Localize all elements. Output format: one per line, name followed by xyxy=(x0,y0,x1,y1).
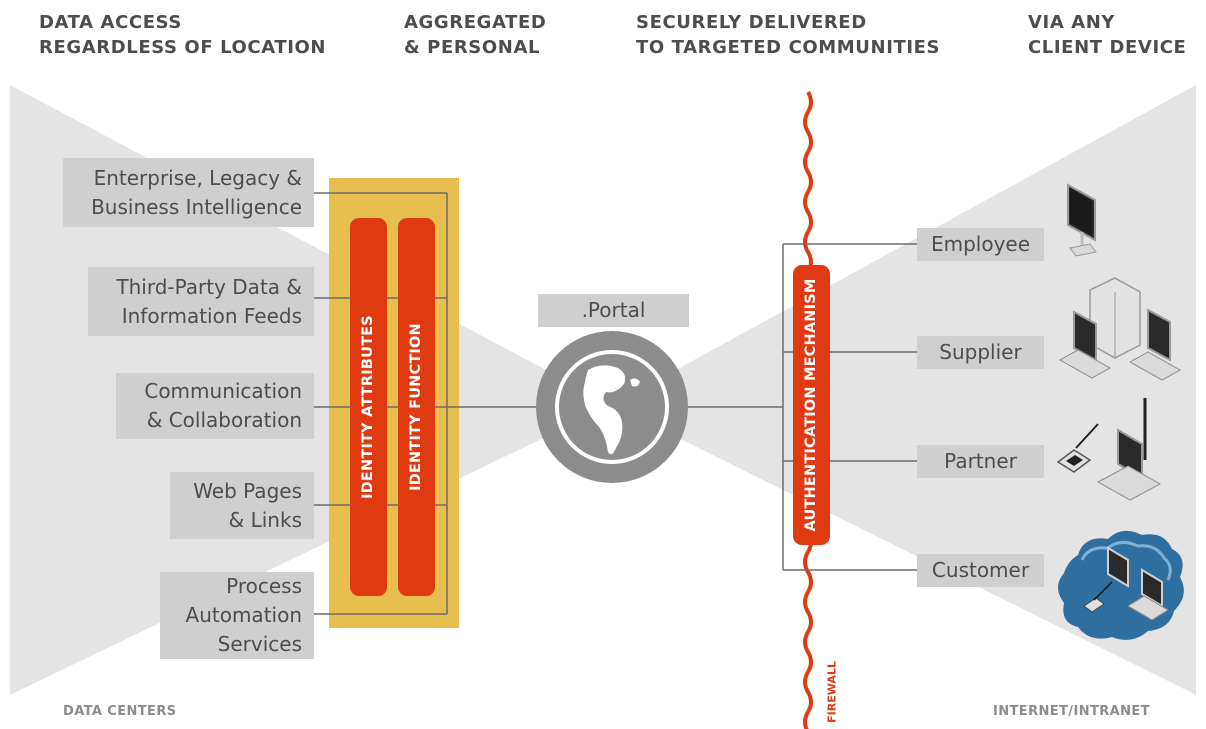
identity-function-bar xyxy=(398,218,435,596)
source-label: Automation xyxy=(185,603,302,627)
source-enterprise-legacy: Enterprise, Legacy & Business Intelligen… xyxy=(63,158,314,227)
source-label: Services xyxy=(217,632,302,656)
header-line: REGARDLESS OF LOCATION xyxy=(39,37,327,58)
laptop-pda-icon xyxy=(1056,398,1162,501)
cloud-network-icon xyxy=(1058,530,1184,640)
authentication-mechanism-label: AUTHENTICATION MECHANISM xyxy=(803,278,819,532)
audience-supplier: Supplier xyxy=(917,336,1044,369)
audience-employee: Employee xyxy=(917,228,1044,261)
header-line: & PERSONAL xyxy=(404,37,541,58)
header-line: VIA ANY xyxy=(1028,12,1116,33)
header-line: CLIENT DEVICE xyxy=(1028,37,1187,58)
firewall-label: FIREWALL xyxy=(825,661,839,723)
portal-label: .Portal xyxy=(538,294,689,327)
source-label: & Links xyxy=(228,507,302,532)
source-label: Web Pages xyxy=(193,478,302,503)
workstations-icon xyxy=(1058,277,1182,381)
header-client-device: VIA ANY CLIENT DEVICE xyxy=(1028,10,1186,60)
desktop-monitor-icon xyxy=(1067,183,1097,257)
identity-panel xyxy=(329,178,459,628)
header-securely-delivered: SECURELY DELIVERED TO TARGETED COMMUNITI… xyxy=(636,10,940,60)
identity-function-label: IDENTITY FUNCTION xyxy=(408,323,424,491)
header-line: TO TARGETED COMMUNITIES xyxy=(636,37,941,58)
right-funnel-shape xyxy=(612,85,1196,695)
source-communication-collaboration: Communication & Collaboration xyxy=(116,373,314,439)
source-web-pages-links: Web Pages & Links xyxy=(170,472,314,539)
header-line: SECURELY DELIVERED xyxy=(636,12,867,33)
audience-customer: Customer xyxy=(917,554,1044,587)
source-process-automation: Process Automation Services xyxy=(160,572,314,659)
source-label: Enterprise, Legacy & xyxy=(93,165,302,190)
source-label: Business Intelligence xyxy=(91,194,302,219)
source-label: Information Feeds xyxy=(121,303,302,328)
identity-attributes-bar xyxy=(350,218,387,596)
footer-internet-intranet: INTERNET/INTRANET xyxy=(993,704,1150,719)
identity-attributes-label: IDENTITY ATTRIBUTES xyxy=(360,315,376,499)
audience-partner: Partner xyxy=(917,445,1044,478)
globe-icon xyxy=(536,331,688,483)
authentication-bar xyxy=(793,265,830,545)
source-label: Communication xyxy=(144,379,302,403)
header-aggregated: AGGREGATED & PERSONAL xyxy=(404,10,546,60)
source-label: Process xyxy=(226,574,302,598)
source-label: & Collaboration xyxy=(146,408,302,432)
header-line: DATA ACCESS xyxy=(39,12,182,33)
source-third-party-data: Third-Party Data & Information Feeds xyxy=(88,267,314,336)
source-label: Third-Party Data & xyxy=(116,274,302,299)
header-data-access: DATA ACCESS REGARDLESS OF LOCATION xyxy=(39,10,326,60)
footer-data-centers: DATA CENTERS xyxy=(63,704,177,719)
header-line: AGGREGATED xyxy=(404,12,547,33)
